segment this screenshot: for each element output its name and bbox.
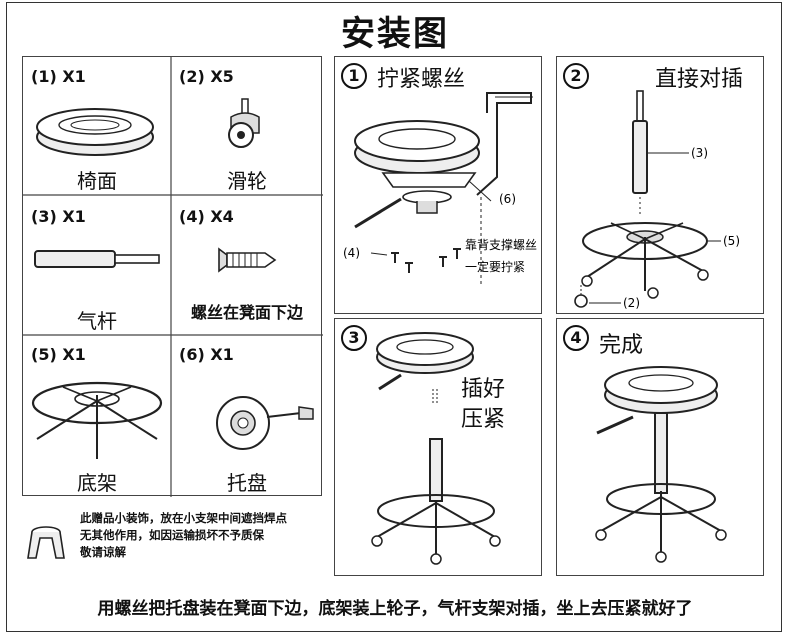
step-label: 压紧 bbox=[461, 407, 506, 432]
part-name: 螺丝在凳面下边 bbox=[190, 303, 303, 322]
page-title: 安装图 bbox=[341, 14, 449, 54]
caster-wheel-icon bbox=[228, 98, 260, 148]
parts-grid-lines bbox=[23, 57, 323, 497]
part-qty: (2) X5 bbox=[179, 67, 234, 86]
part-qty: (5) X1 bbox=[31, 345, 86, 364]
step-1-panel: 1 拧紧螺丝 (6) (4) 靠背支撑螺丝 一定要拧紧 bbox=[334, 56, 542, 314]
step-label: 完成 bbox=[599, 333, 644, 358]
step-label: 直接对插 bbox=[655, 67, 744, 92]
outer-frame bbox=[6, 2, 782, 632]
tray-plate-icon bbox=[216, 396, 314, 450]
part-name: 滑轮 bbox=[227, 169, 267, 193]
step-number: 2 bbox=[563, 63, 589, 89]
step-1-illustration: (6) (4) 靠背支撑螺丝 一定要拧紧 bbox=[343, 92, 537, 287]
step-number: 1 bbox=[341, 63, 367, 89]
gas-lift-icon bbox=[34, 250, 160, 268]
screw-icon bbox=[218, 247, 277, 273]
step-3-panel: 3 插好 压紧 bbox=[334, 318, 542, 576]
callout-6: (6) bbox=[499, 192, 516, 206]
step-4-panel: 4 完成 bbox=[556, 318, 764, 576]
step-label: 插好 bbox=[461, 377, 506, 402]
part-name: 底架 bbox=[77, 471, 117, 495]
step-label: 拧紧螺丝 bbox=[377, 67, 466, 92]
handwritten-note: 一定要拧紧 bbox=[465, 259, 525, 274]
note-line: 敬请谅解 bbox=[80, 545, 126, 559]
part-screw-cell: (4) X4 螺丝在凳面下边 bbox=[171, 195, 323, 335]
part-name: 气杆 bbox=[77, 309, 117, 333]
callout-4: (4) bbox=[343, 246, 360, 260]
step-3-illustration bbox=[371, 332, 501, 565]
gift-note: 此赠品小装饰，放在小支架中间遮挡焊点 无其他作用，如因运输损坏不予质保 敬请谅解 bbox=[80, 510, 287, 561]
decorative-stand-icon bbox=[27, 526, 65, 559]
step-number: 4 bbox=[563, 325, 589, 351]
note-line: 此赠品小装饰，放在小支架中间遮挡焊点 bbox=[80, 511, 287, 525]
part-name: 托盘 bbox=[227, 471, 267, 495]
parts-list-panel: (1) X1 椅面 (2) X5 滑轮 (3) X1 气杆 (4) X4 bbox=[22, 56, 323, 497]
part-qty: (1) X1 bbox=[31, 67, 86, 86]
step-2-panel: 2 直接对插 (3) (5) (2) bbox=[556, 56, 764, 314]
callout-5: (5) bbox=[723, 234, 740, 248]
part-seat-cell: (1) X1 椅面 bbox=[23, 57, 171, 195]
part-base-cell: (5) X1 底架 bbox=[23, 335, 171, 497]
handwritten-note: 靠背支撑螺丝 bbox=[465, 237, 537, 252]
callout-2: (2) bbox=[623, 296, 640, 310]
callout-3: (3) bbox=[691, 146, 708, 160]
step-number: 3 bbox=[341, 325, 367, 351]
step-2-illustration: (3) (5) (2) bbox=[574, 90, 740, 310]
part-qty: (4) X4 bbox=[179, 207, 234, 226]
part-gaslift-cell: (3) X1 气杆 bbox=[23, 195, 171, 335]
note-line: 无其他作用，如因运输损坏不予质保 bbox=[80, 528, 264, 542]
base-frame-icon bbox=[31, 381, 163, 459]
seat-cushion-icon bbox=[36, 108, 154, 156]
part-name: 椅面 bbox=[77, 169, 117, 193]
part-caster-cell: (2) X5 滑轮 bbox=[171, 57, 323, 195]
part-tray-cell: (6) X1 托盘 bbox=[171, 335, 323, 497]
step-4-illustration bbox=[595, 366, 727, 563]
part-qty: (6) X1 bbox=[179, 345, 234, 364]
footer-instructions: 用螺丝把托盘装在凳面下边，底架装上轮子，气杆支架对插，坐上去压紧就好了 bbox=[97, 599, 693, 619]
part-qty: (3) X1 bbox=[31, 207, 86, 226]
